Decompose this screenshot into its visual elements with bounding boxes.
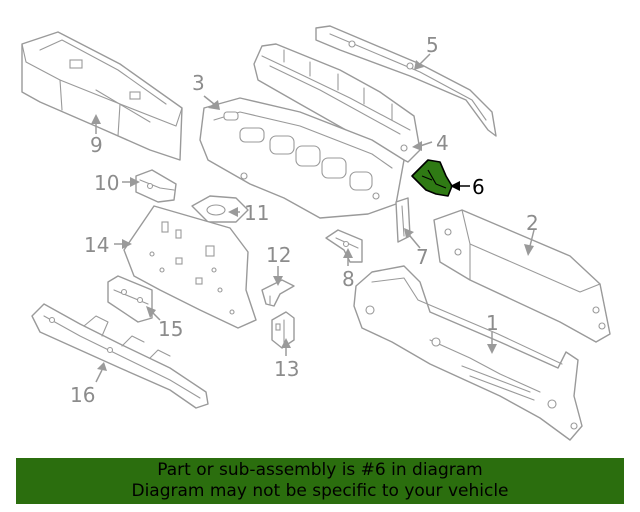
callout-10: 10 (94, 171, 119, 195)
callout-2: 2 (526, 211, 539, 235)
part-1[interactable] (353, 265, 583, 441)
banner-line-disclaimer: Diagram may not be specific to your vehi… (131, 481, 509, 501)
callout-9: 9 (90, 133, 103, 157)
part-6[interactable] (411, 159, 453, 197)
part-16[interactable] (31, 303, 209, 409)
part-8[interactable] (325, 229, 363, 263)
part-9[interactable] (21, 31, 183, 161)
part-12[interactable] (261, 279, 295, 307)
callout-1: 1 (486, 311, 499, 335)
callout-6: 6 (472, 175, 485, 199)
parts-diagram: 1 2 3 4 5 6 7 8 9 10 11 12 13 14 15 16 (21, 25, 611, 441)
callout-4: 4 (436, 131, 449, 155)
callouts: 1 2 3 4 5 6 7 8 9 10 11 12 13 14 15 16 (70, 33, 539, 407)
info-banner: Part or sub-assembly is #6 in diagram Di… (16, 458, 624, 504)
part-5[interactable] (315, 25, 497, 137)
part-14[interactable] (123, 205, 257, 329)
callout-12: 12 (266, 243, 291, 267)
callout-7: 7 (416, 245, 429, 269)
callout-3: 3 (192, 71, 205, 95)
banner-line-part: Part or sub-assembly is #6 in diagram (157, 460, 483, 480)
callout-15: 15 (158, 317, 183, 341)
leader-lines (91, 53, 535, 383)
callout-5: 5 (426, 33, 439, 57)
callout-14: 14 (84, 233, 109, 257)
part-13[interactable] (271, 311, 295, 349)
part-3[interactable] (199, 97, 405, 219)
callout-16: 16 (70, 383, 95, 407)
part-2[interactable] (433, 209, 611, 343)
callout-8: 8 (342, 267, 355, 291)
part-15[interactable] (107, 275, 153, 323)
part-10[interactable] (135, 169, 177, 203)
callout-13: 13 (274, 357, 299, 381)
part-4[interactable] (253, 43, 421, 163)
callout-11: 11 (244, 201, 269, 225)
